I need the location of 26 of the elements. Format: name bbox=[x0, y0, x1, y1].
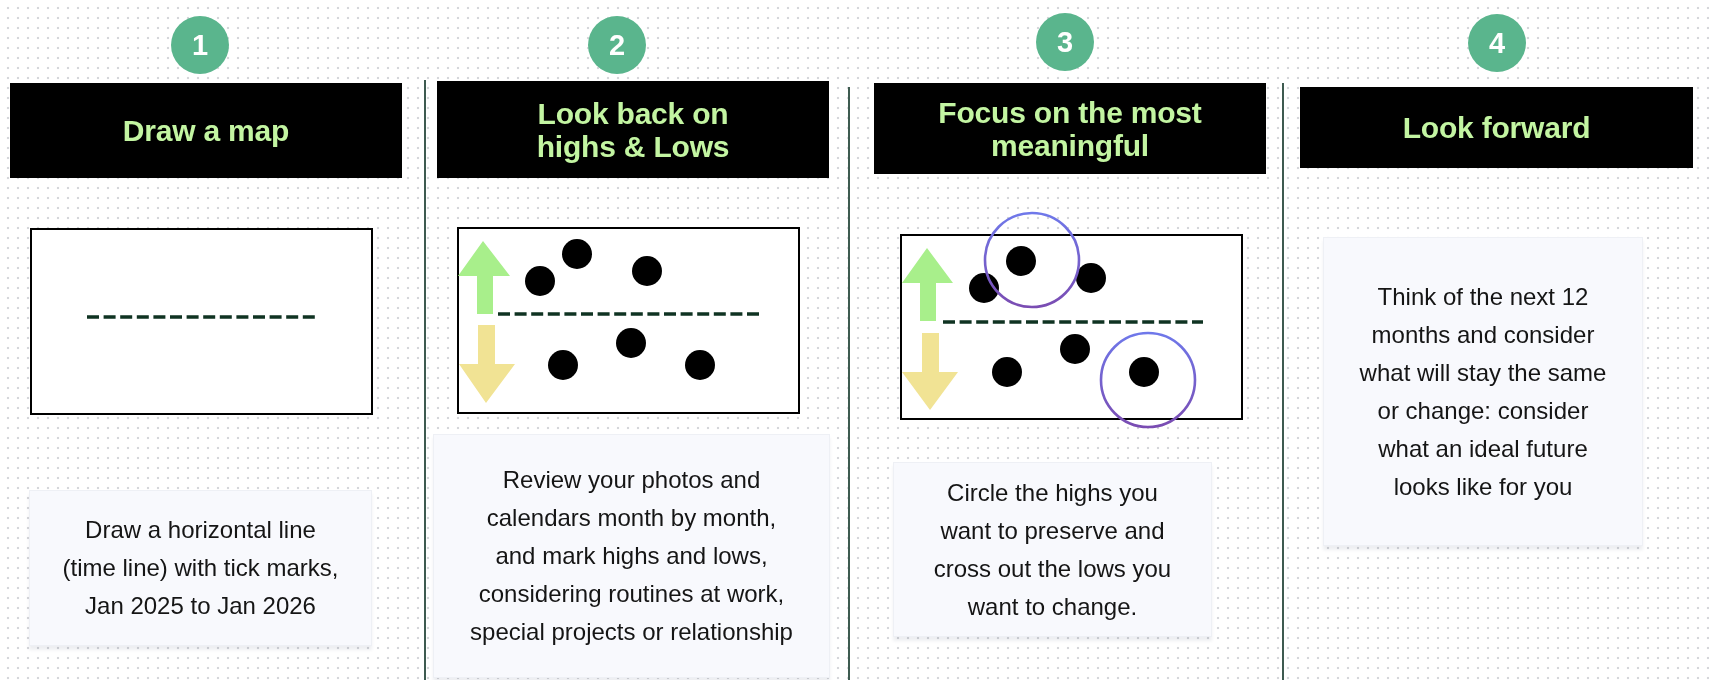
step-circle bbox=[588, 16, 646, 74]
text-card bbox=[1323, 237, 1643, 546]
step-number: 3 bbox=[1056, 27, 1074, 57]
instruction-text: Think of the next 12 months and consider what will stay the same or change: consider what an ideal future looks like for you bbox=[1358, 281, 1608, 502]
step-title: Draw a map bbox=[122, 114, 290, 147]
step-number: 4 bbox=[1488, 28, 1506, 58]
step-title: Look back on highs & Lows bbox=[535, 96, 731, 163]
title-band bbox=[874, 83, 1266, 174]
step-title: Focus on the most meaningful bbox=[937, 95, 1203, 162]
instruction-text: Draw a horizontal line (time line) with tick marks, Jan 2025 to Jan 2026 bbox=[61, 515, 340, 621]
step-title: Look forward bbox=[1402, 111, 1591, 144]
step-circle bbox=[171, 16, 229, 74]
text-card bbox=[433, 434, 830, 678]
step-circle bbox=[1036, 13, 1094, 71]
step-number: 2 bbox=[608, 30, 626, 60]
title-band bbox=[10, 83, 402, 178]
text-card bbox=[29, 490, 372, 646]
title-band bbox=[1300, 87, 1693, 168]
title-band bbox=[437, 81, 829, 178]
text-card bbox=[893, 462, 1212, 637]
step-circle bbox=[1468, 14, 1526, 72]
instruction-text: Review your photos and calendars month by month, and mark highs and lows, considering routines at work, special projects or relationship bbox=[469, 465, 794, 647]
sketch-frame bbox=[30, 228, 373, 415]
instruction-text: Circle the highs you want to preserve and cross out the lows you want to change. bbox=[932, 477, 1173, 622]
step-number: 1 bbox=[191, 30, 209, 60]
sketch-frame bbox=[457, 227, 800, 414]
